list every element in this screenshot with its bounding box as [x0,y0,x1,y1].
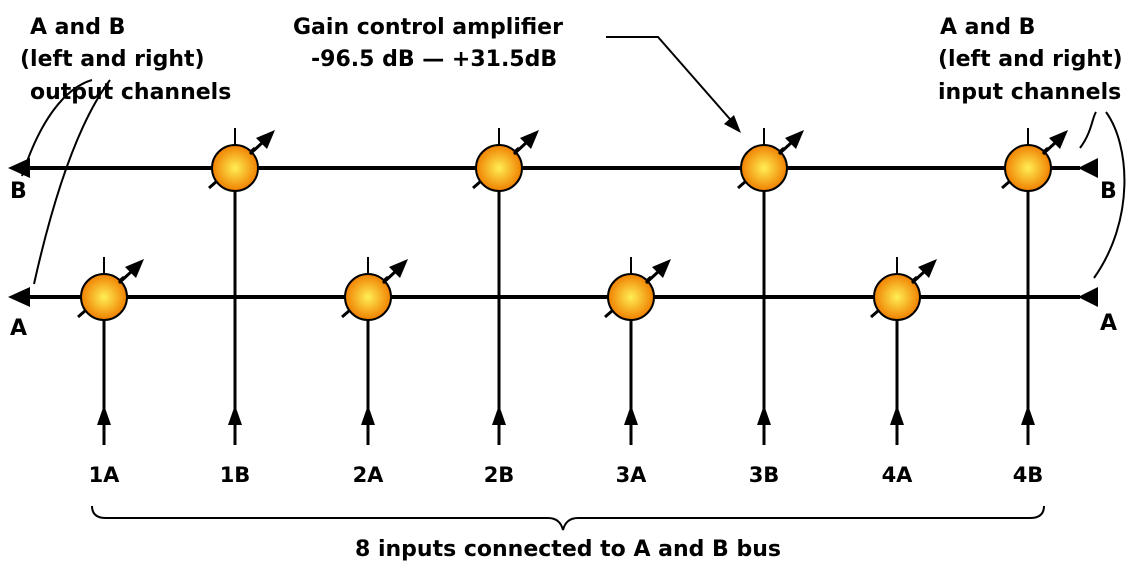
bus-a-left-label: A [10,316,27,341]
amp-arrow-2B [520,130,539,149]
input-label-4A: 4A [882,463,914,487]
input-channels-label-line1: A and B [940,15,1035,40]
inputs-caption: 8 inputs connected to A and B bus [355,537,781,562]
amp-arrow-2A [389,259,408,278]
channel-4A: 4A [870,257,937,487]
gain-callout-leader [606,36,737,127]
input-callout-a [1093,111,1126,279]
amp-arrow-1B [256,130,275,149]
input-arrow-4B [1021,405,1035,425]
bus-b-input-arrow [1078,158,1098,178]
amp-arrow-4A [918,259,937,278]
bus-b-right-label: B [1100,179,1117,204]
input-channels-label-line3: input channels [938,80,1121,105]
amp-arrow-1A [125,259,144,278]
output-channels-label-line1: A and B [30,15,125,40]
input-arrow-2B [492,405,506,425]
gain-label-line2: -96.5 dB — +31.5dB [311,47,557,72]
output-channels-label-line3: output channels [30,80,231,105]
input-label-4B: 4B [1013,463,1044,487]
channel-3A: 3A [604,257,671,487]
input-arrow-1B [228,405,242,425]
input-channels-label-line2: (left and right) [938,47,1123,72]
channel-1A: 1A [77,257,144,487]
bus-b-left-label: B [10,179,27,204]
amp-arrow-3B [785,130,804,149]
bus-b-output-arrow [8,158,30,178]
output-channels-label-line2: (left and right) [20,47,205,72]
gain-label-line1: Gain control amplifier [293,15,563,40]
bus-b [8,158,1098,178]
amp-arrow-3A [652,259,671,278]
input-label-2B: 2B [484,463,515,487]
amp-arrow-4B [1049,130,1068,149]
bus-a [8,287,1098,307]
channel-4B: 4B [1001,128,1068,487]
input-arrow-1A [97,405,111,425]
input-callout-b [1079,111,1097,149]
bus-a-right-label: A [1100,311,1117,336]
gain-callout-arrowhead [724,115,741,133]
channel-2B: 2B [472,128,539,487]
input-label-3B: 3B [749,463,780,487]
bus-a-output-arrow [8,287,30,307]
input-arrow-2A [361,405,375,425]
input-arrow-3A [624,405,638,425]
inputs-brace [91,505,1045,531]
channel-3B: 3B [737,128,804,487]
bus-a-input-arrow [1078,287,1098,307]
input-label-3A: 3A [616,463,648,487]
input-label-1B: 1B [220,463,251,487]
output-callout-b [21,79,93,177]
input-arrow-4A [890,405,904,425]
input-label-1A: 1A [89,463,121,487]
input-label-2A: 2A [353,463,385,487]
input-arrow-3B [757,405,771,425]
output-callout-a [33,79,111,285]
channel-1B: 1B [208,128,275,487]
channel-2A: 2A [341,257,408,487]
